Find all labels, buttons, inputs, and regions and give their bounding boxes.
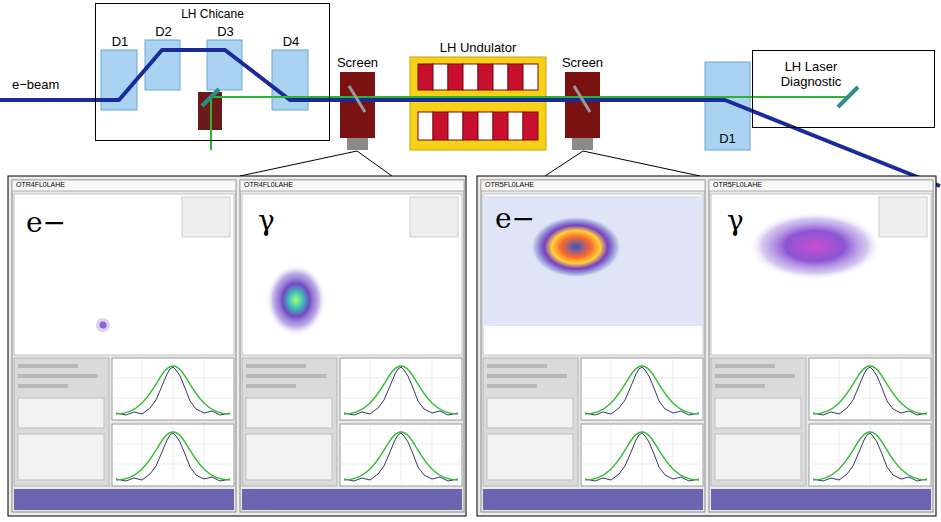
laser-diagnostic-box: LH Laser Diagnostic <box>752 50 935 128</box>
node-label: Screen <box>562 55 603 70</box>
chicane-box: LH ChicaneD1D2D3D4 <box>95 3 330 141</box>
dipole-magnet: D2 <box>146 41 181 91</box>
beam-label: e−beam <box>12 78 59 92</box>
node-label: LH Undulator <box>440 40 517 55</box>
dipole-magnet: D1 <box>102 51 138 111</box>
particle-label: γ <box>727 206 744 237</box>
node-label: D1 <box>112 34 129 49</box>
undulator: LH Undulator <box>410 57 546 150</box>
particle-label: γ <box>258 206 275 237</box>
particle-label: e− <box>26 208 66 239</box>
window-title: OTR5FL0LAHE <box>485 181 534 189</box>
node-label: D1 <box>719 131 736 146</box>
window-title: OTR5FL0LAHE <box>713 181 762 189</box>
node-label: Screen <box>337 55 378 70</box>
window-title: OTR4FL0LAHE <box>244 181 293 189</box>
dipole-magnet: D4 <box>273 51 309 111</box>
window-title: OTR4FL0LAHE <box>16 181 65 189</box>
node-label: LH Chicane <box>181 7 244 22</box>
node-label: LH Laser Diagnostic <box>761 59 861 89</box>
dipole-magnet: D3 <box>208 41 243 91</box>
screen-station: Screen <box>340 72 375 150</box>
node-label: D4 <box>283 34 300 49</box>
node-label: D3 <box>217 24 234 39</box>
node-label: D2 <box>155 24 172 39</box>
dipole-magnet: D1 <box>705 62 750 150</box>
screen-station: Screen <box>565 72 600 150</box>
particle-label: e− <box>495 204 535 235</box>
